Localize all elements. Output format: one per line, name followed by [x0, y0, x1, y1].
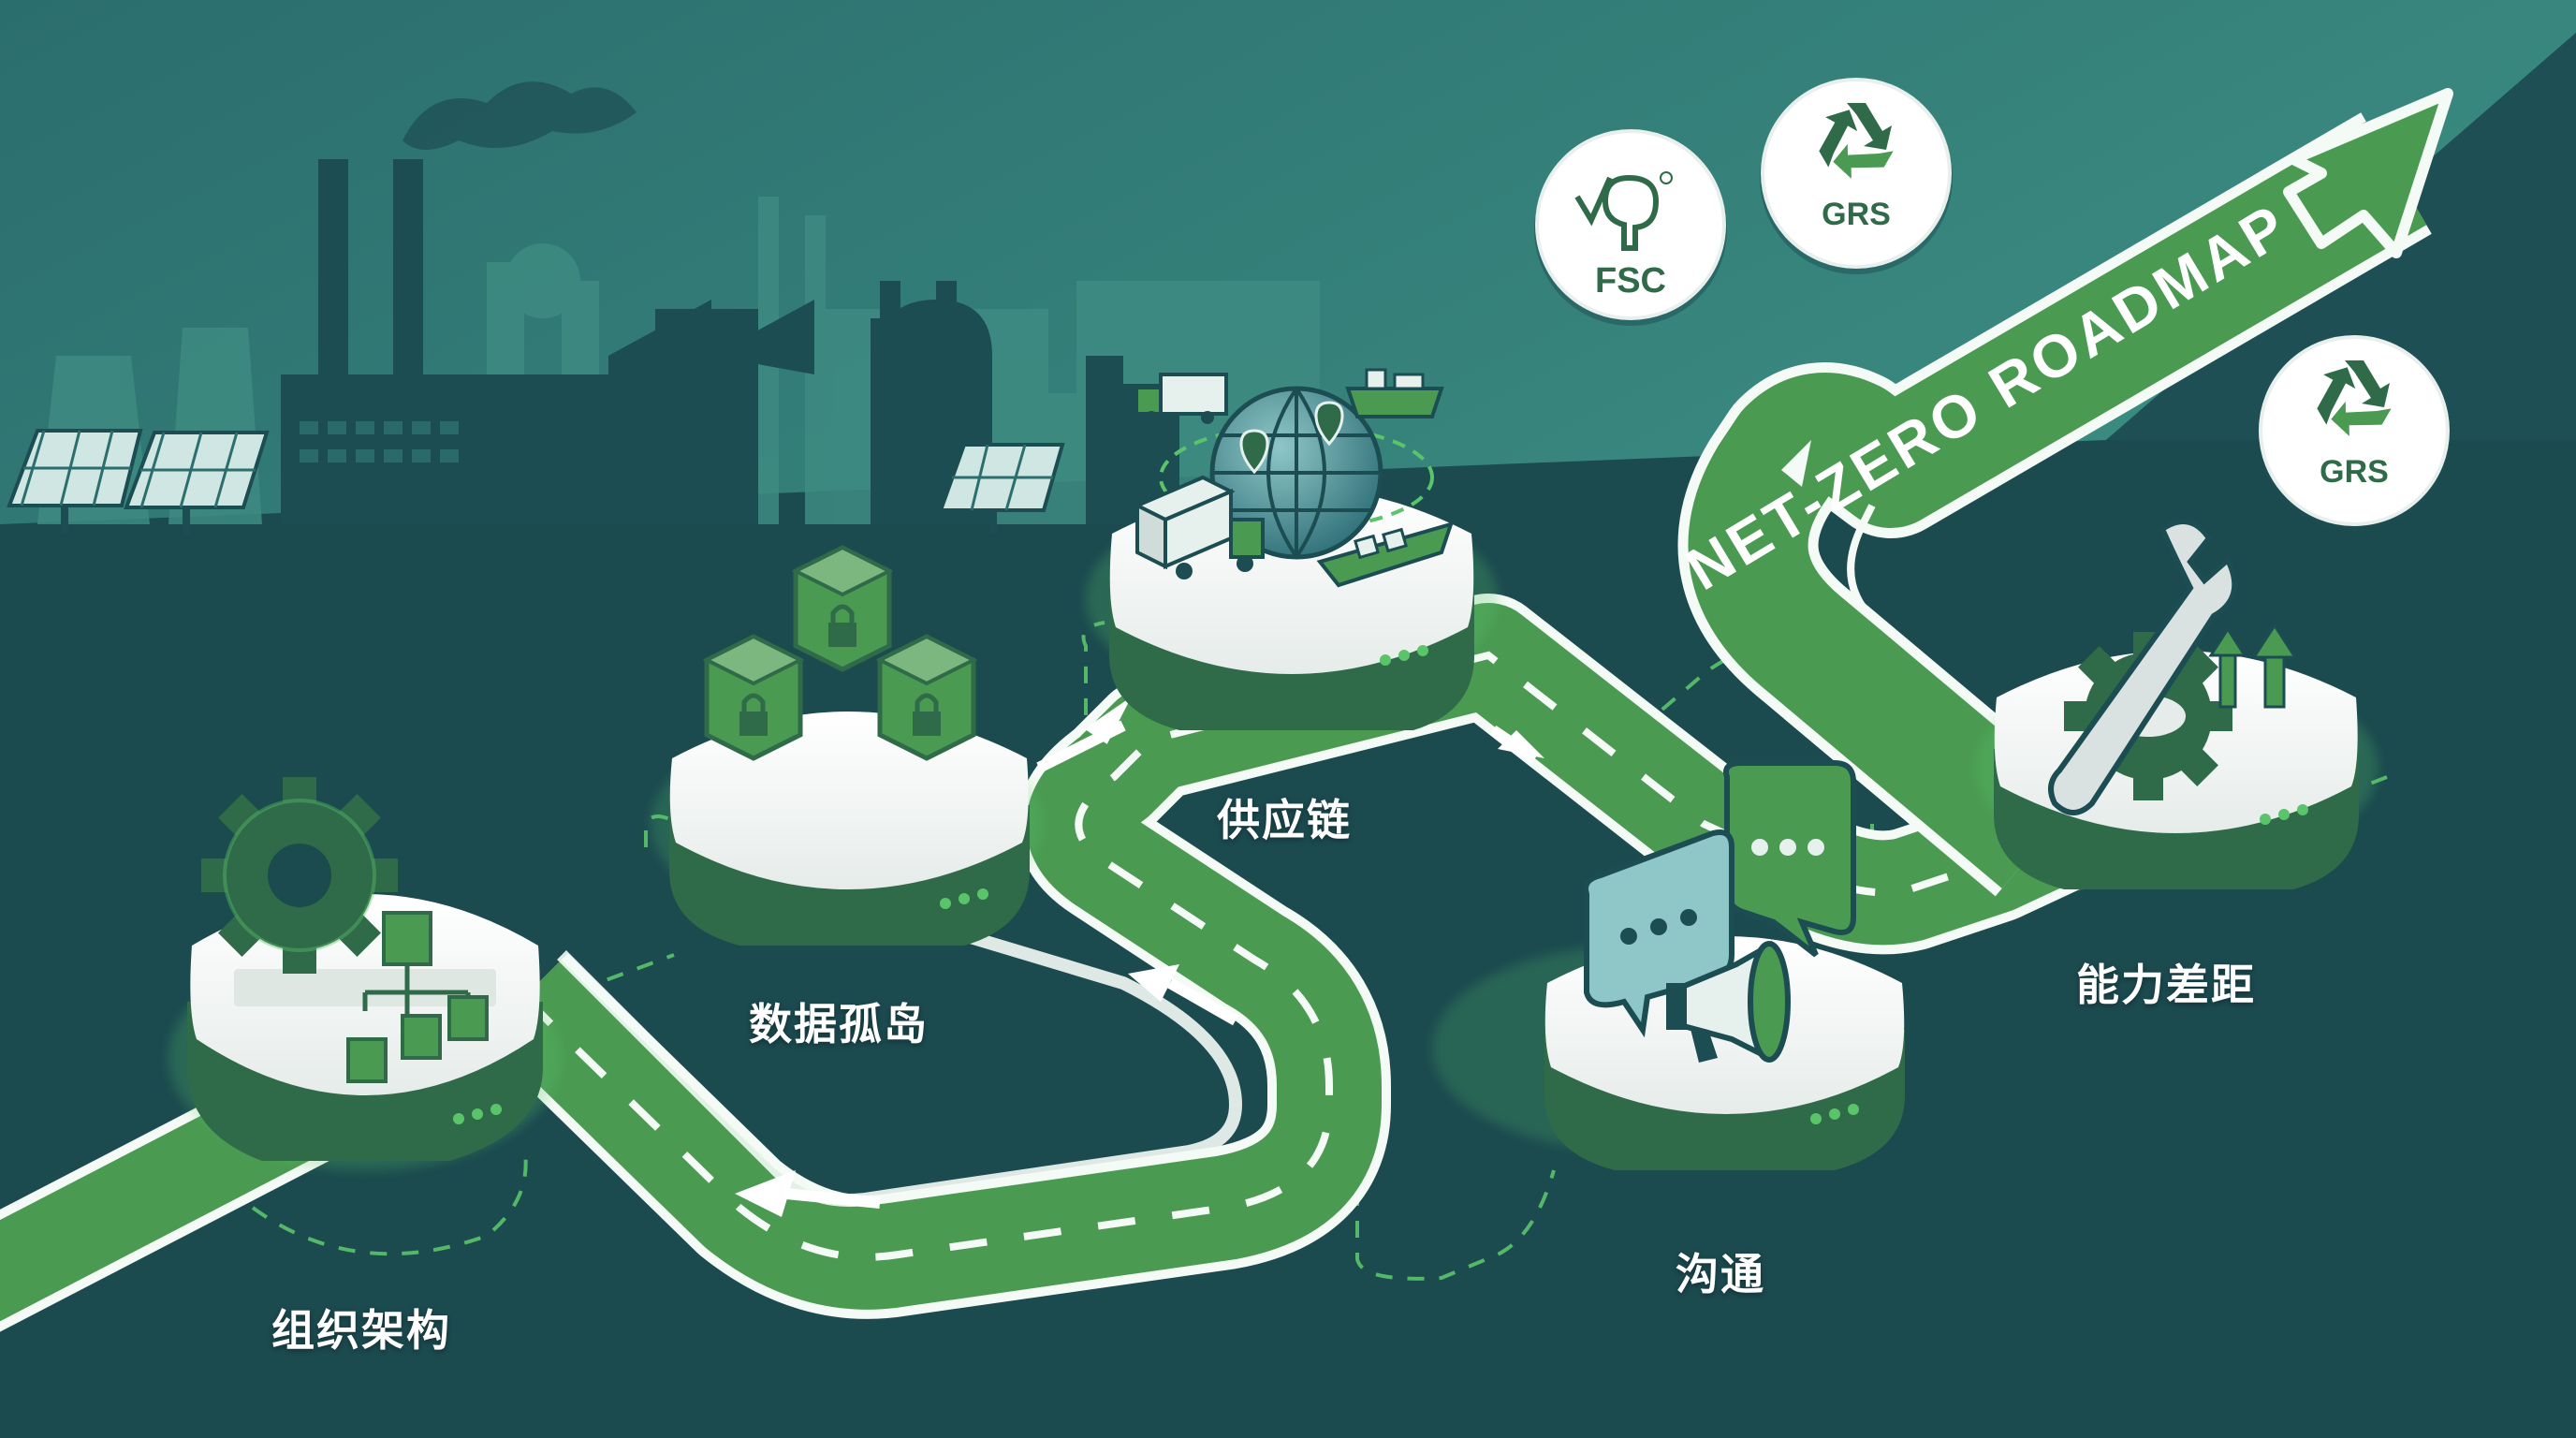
stage-label-communication: 沟通	[1676, 1249, 1765, 1299]
grs-badge-right: GRS	[2258, 335, 2451, 532]
recycle-icon	[1819, 103, 1894, 179]
stage-label-supply-chain: 供应链	[1217, 795, 1352, 845]
fsc-badge: FSC	[1534, 129, 1727, 326]
grs-badge-right-label: GRS	[2320, 454, 2389, 490]
fsc-tree-icon	[1574, 171, 1673, 251]
stage-platform-data	[651, 712, 1044, 946]
locked-cubes-icon	[702, 545, 978, 761]
org-chart-gear-icon	[201, 777, 489, 1083]
grs-badge-top: GRS	[1760, 78, 1953, 274]
stage-label-capability-gap: 能力差距	[2076, 960, 2256, 1010]
grs-badge-top-label: GRS	[1822, 197, 1891, 232]
globe-logistics-icon	[1133, 368, 1455, 588]
wrench-gear-growth-icon	[2048, 519, 2298, 815]
recycle-icon	[2317, 360, 2392, 436]
stage-label-org-structure: 组织架构	[271, 1305, 451, 1356]
solar-panel-icon	[7, 429, 1065, 536]
chat-megaphone-icon	[1583, 760, 1856, 1063]
stage-label-data-silos: 数据孤岛	[749, 999, 929, 1049]
fsc-badge-label: FSC	[1595, 261, 1666, 301]
